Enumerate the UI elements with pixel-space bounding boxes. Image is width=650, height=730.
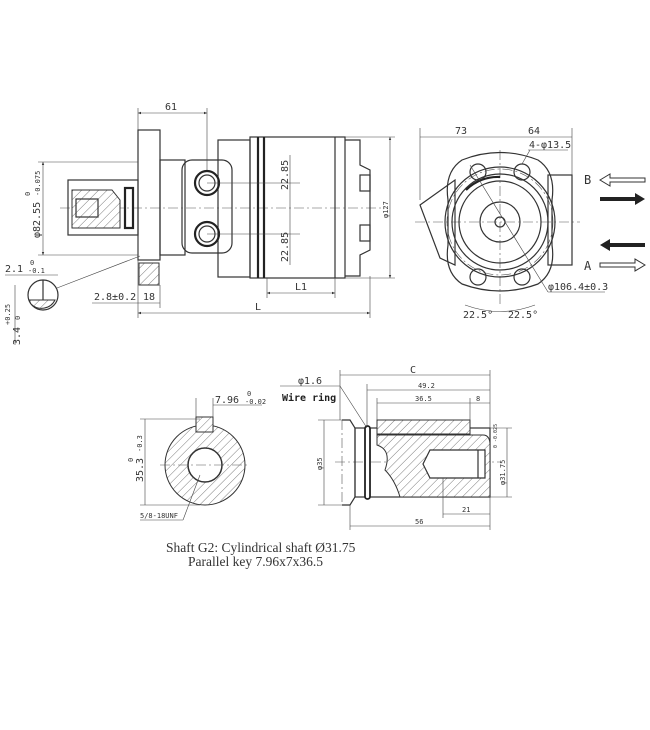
thread-bore	[422, 449, 486, 479]
bolt-hole	[513, 268, 531, 286]
port-b-label: B	[584, 173, 591, 187]
dim-shaft-tol-upper: 0	[24, 192, 32, 196]
dim-18: 18	[143, 292, 155, 303]
dim-64: 64	[528, 126, 540, 137]
dim-61: 61	[165, 102, 177, 113]
dim-8: 8	[476, 395, 480, 403]
dim-c: C	[410, 365, 416, 376]
shaft-collar-outline	[342, 419, 356, 506]
dim-key-tol-lower: -0.02	[245, 398, 266, 406]
dim-shaft-diameter: φ82.55	[32, 202, 43, 238]
wire-ring	[364, 425, 371, 500]
port-block	[181, 159, 233, 254]
shaft-end	[479, 201, 521, 243]
mounting-flange	[137, 129, 161, 261]
dim-56: 56	[415, 518, 423, 526]
side-port-wedge	[419, 178, 456, 266]
dim-bolt-holes: 4-φ13.5	[529, 140, 571, 151]
dim-21: 21	[462, 506, 470, 514]
dim-36-5: 36.5	[415, 395, 432, 403]
dim-height-tol-upper: 0	[127, 458, 135, 462]
front-flange	[446, 151, 554, 292]
dim-phi31-75-tol: 0 -0.025	[493, 424, 499, 448]
dim-height: 35.3	[135, 458, 146, 482]
dim-3-4: 3.4	[12, 327, 23, 345]
dim-l: L	[255, 302, 261, 313]
bolt-hole	[469, 163, 487, 181]
flow-arrow-left-icon	[600, 239, 645, 251]
angle-right: 22.5°	[508, 310, 538, 321]
wire-ring-label: Wire ring	[282, 392, 336, 404]
flow-arrow-a-in-icon	[599, 258, 646, 272]
caption-line-1: Shaft G2: Cylindrical shaft Ø31.75	[166, 540, 356, 555]
flange-section	[138, 262, 160, 286]
dim-phi31-75: φ31.75	[499, 460, 507, 485]
caption-line-2: Parallel key 7.96x7x36.5	[188, 554, 323, 569]
flow-arrow-b-out-icon	[599, 173, 646, 187]
dim-2-8: 2.8±0.2	[94, 292, 136, 303]
dim-key-width: 7.96	[215, 395, 239, 406]
dim-port-lower: 22.85	[280, 232, 291, 262]
dim-3-4-tol-lower: 0	[14, 316, 22, 320]
shaft-side-view: C 49.2 36.5 8 φ35 φ31.75 0 -0.025 21 56 …	[280, 365, 512, 530]
main-housing	[249, 136, 346, 279]
flow-arrow-right-icon	[600, 193, 645, 205]
thread-spec: 5/8-18UNF	[140, 512, 178, 520]
dim-phi35: φ35	[316, 457, 324, 470]
dim-73: 73	[455, 126, 467, 137]
front-view: φ106.4±0.3 73 64 4-φ13.5 22.5° 22.5° B A	[415, 126, 646, 321]
dim-3-4-tol-upper: +0.25	[4, 304, 12, 325]
dim-shaft-tol-lower: -0.075	[34, 171, 42, 196]
shaft-cross-section: 7.96 0 -0.02 35.3 0 -0.3 5/8-18UNF	[127, 390, 266, 521]
dim-pcd: φ106.4±0.3	[548, 282, 608, 293]
shaft-thread-hole	[75, 198, 99, 218]
wire-diameter: φ1.6	[298, 376, 322, 387]
dim-l1: L1	[295, 282, 307, 293]
shaft-hatched-section	[71, 189, 121, 229]
shaft-collar	[123, 186, 135, 230]
side-view: 22.85 22.85 61 φ127 L1 L 2.8±0.2 18 φ82.…	[4, 102, 395, 345]
bolt-hole	[469, 268, 487, 286]
port-a-label: A	[584, 259, 592, 273]
neck	[159, 159, 186, 256]
dim-port-upper: 22.85	[280, 160, 291, 190]
dim-body-diameter: φ127	[382, 201, 390, 218]
dim-key-tol-upper: 0	[247, 390, 251, 398]
dim-2-1-tol-lower: -0.1	[28, 267, 45, 275]
dim-49-2: 49.2	[418, 382, 435, 390]
dim-height-tol-lower: -0.3	[136, 435, 144, 452]
rear-cover	[345, 139, 371, 277]
key	[195, 416, 214, 433]
parallel-key	[376, 419, 471, 435]
angle-left: 22.5°	[463, 310, 493, 321]
dim-2-1: 2.1	[5, 264, 23, 275]
dim-2-1-tol-upper: 0	[30, 259, 34, 267]
